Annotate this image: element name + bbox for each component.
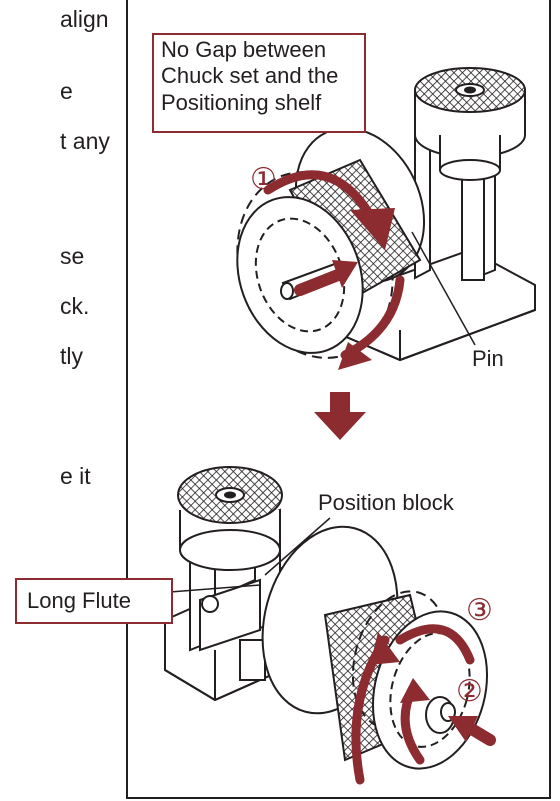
- text-fragment-4: se: [60, 243, 85, 269]
- callout-line-2: Chuck set and the: [161, 63, 339, 89]
- long-flute-text: Long Flute: [27, 588, 131, 613]
- illustration-panel: [126, 0, 551, 799]
- push-arrow-top: [294, 260, 358, 296]
- down-arrow-icon: [314, 392, 366, 440]
- step-2-marker: ②: [456, 674, 483, 709]
- label-position-block: Position block: [318, 490, 454, 515]
- position-block-leader: [264, 517, 331, 576]
- text-fragment-2: e: [60, 78, 73, 104]
- label-pin: Pin: [472, 346, 504, 371]
- push-arrow-bottom: [448, 716, 496, 746]
- step-1-marker: ①: [250, 162, 277, 197]
- step-3-marker: ③: [466, 593, 493, 628]
- callout-line-3: Positioning shelf: [161, 89, 322, 115]
- arrow-head-top: [350, 208, 395, 250]
- callout-long-flute: Long Flute: [15, 578, 173, 624]
- text-fragment-3: t any: [60, 128, 110, 154]
- text-fragment-1: align: [60, 6, 109, 32]
- arrow-head-bottom: [370, 632, 400, 665]
- callout-line-1: No Gap between: [161, 37, 327, 62]
- text-fragment-6: tly: [60, 343, 83, 369]
- pin-leader: [411, 231, 476, 346]
- callout-no-gap: No Gap between Chuck set and the Positio…: [152, 33, 366, 133]
- text-fragment-7: e it: [60, 463, 91, 489]
- text-fragment-5: ck.: [60, 293, 90, 319]
- long-flute-leader: [169, 584, 261, 593]
